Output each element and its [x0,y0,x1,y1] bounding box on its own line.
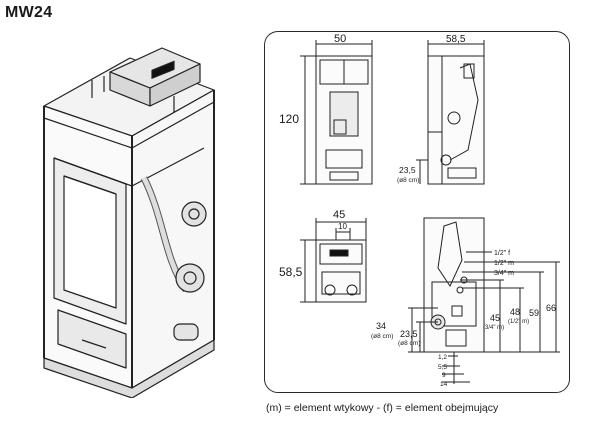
dim-pipe-half-m: 1/2" m [494,260,514,267]
dim-height: 120 [279,112,299,126]
dim-front-width: 50 [334,33,346,45]
dim-bottom-1-2: 1,2 [438,354,447,361]
dim-bottom-5-5: 5,5 [438,364,447,371]
rear-view [423,217,485,353]
dim-bottom-14: 14 [440,381,448,388]
dim-side-outlet-diam: (ø8 cm) [397,177,419,184]
model-title: MW24 [5,4,53,21]
dim-rear-34: 34 [376,321,386,331]
dim-top-offset: 10 [338,222,347,231]
dim-pipe-3-4-m: 3/4" m [494,270,514,277]
side-view [427,55,485,185]
dim-bottom-9: 9 [442,372,446,379]
dim-rear-66: 66 [546,303,556,313]
dim-side-outlet: 23,5 [399,165,416,175]
top-view [315,239,367,303]
front-view [315,55,373,185]
technical-drawing-panel [264,31,570,393]
dim-pipe-half-f: 1/2" f [494,250,510,257]
dim-rear-48-note: (1/2" m) [508,319,529,325]
dim-rear-59: 59 [529,308,539,318]
dim-rear-48: 48 [510,307,520,317]
dim-rear-23-diam: (ø8 cm) [398,340,420,347]
dim-rear-34-diam: (ø8 cm) [371,333,393,340]
stove-cutaway-illustration [43,47,215,398]
dim-top-depth: 58,5 [279,265,303,279]
legend-caption: (m) = element wtykowy - (f) = element ob… [266,402,499,414]
dim-rear-23: 23,5 [400,329,418,339]
dim-side-depth: 58,5 [446,34,466,45]
dim-rear-45: 45 [490,313,500,323]
dim-rear-45-note: (3/4" m) [483,325,504,331]
dim-top-width: 45 [333,209,345,221]
